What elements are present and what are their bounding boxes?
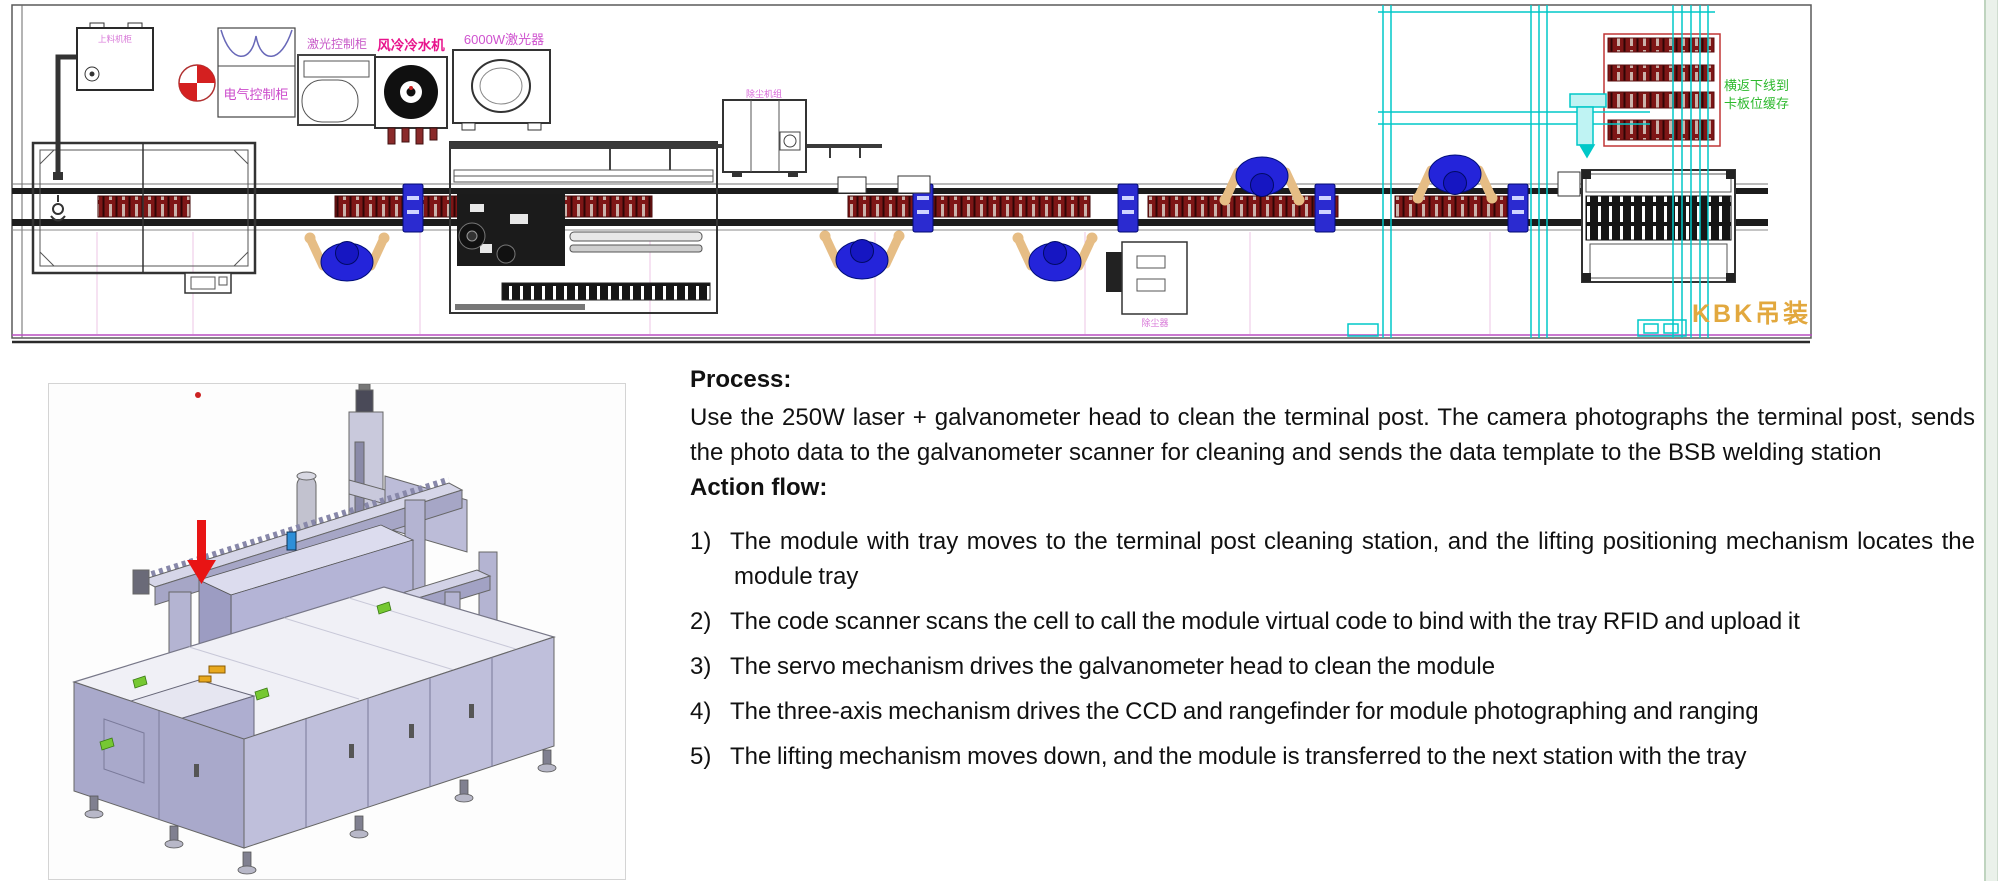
svg-text:横返下线到: 横返下线到 — [1724, 78, 1789, 93]
svg-text:卡板位缓存: 卡板位缓存 — [1724, 96, 1789, 111]
aux-equipment: 上料机柜 电气控制柜 激光控制柜 风冷冷水 — [53, 22, 551, 180]
module-buffer-racks — [1603, 33, 1721, 147]
machine-3d-image — [48, 383, 626, 880]
conveyor-line — [12, 175, 1768, 233]
buffer-note: 横返下线到 卡板位缓存 — [1724, 78, 1789, 111]
line-layout-drawing: 除尘机组 除尘器 — [10, 4, 1850, 344]
cleaning-station — [449, 141, 882, 314]
step-number: 3) — [690, 653, 712, 680]
red-arrow — [187, 520, 216, 584]
process-body: Use the 250W laser + galvanometer head t… — [690, 404, 1975, 466]
chiller-label: 风冷冷水机 — [377, 37, 445, 53]
action-flow-heading-colon: : — [819, 474, 828, 501]
loading-station — [31, 141, 257, 294]
dust-collector-cabinet: 除尘机组 — [722, 88, 807, 177]
vertical-cylinder — [296, 471, 317, 541]
laser-control-cabinet-label: 激光控制柜 — [307, 37, 367, 51]
process-text-panel: Process: Use the 250W laser + galvanomet… — [690, 362, 1975, 774]
step-number: 4) — [690, 698, 712, 725]
feeder-parts — [198, 531, 297, 683]
transfer-units — [402, 183, 1529, 233]
kbk-crane — [1347, 5, 1715, 338]
feed-cabinet-label: 上料机柜 — [98, 34, 133, 44]
electrical-cabinet: 电气控制柜 — [217, 27, 296, 118]
drawing-border — [11, 4, 1850, 344]
list-item: 5) The lifting mechanism moves down, and … — [690, 739, 1975, 774]
action-flow-heading: Action flow: — [690, 470, 1975, 505]
action-flow-heading-text: Action flow — [690, 474, 820, 501]
process-heading: Process: — [690, 362, 1975, 397]
list-item: 2) The code scanner scans the cell to cal… — [690, 604, 1975, 639]
laser-source-label: 6000W激光器 — [464, 32, 544, 47]
dust-collector-top-label: 除尘机组 — [746, 88, 782, 99]
kbk-label: KBK吊装 — [1692, 300, 1811, 328]
step-text: The lifting mechanism moves down, and th… — [730, 743, 1747, 770]
electrical-cabinet-label: 电气控制柜 — [223, 87, 288, 102]
page-edge-strip — [1984, 0, 1998, 881]
list-item: 1) The module with tray moves to the term… — [690, 524, 1975, 594]
cad-svg: 除尘机组 除尘器 — [11, 4, 1850, 344]
action-flow-list: 1) The module with tray moves to the term… — [690, 524, 1975, 774]
clamp-accents — [99, 601, 392, 751]
machine-3d-svg — [72, 383, 557, 875]
leveling-feet — [84, 749, 557, 875]
step-number: 5) — [690, 743, 712, 770]
step-text: The module with tray moves to the termin… — [730, 528, 1975, 590]
step-number: 2) — [690, 608, 712, 635]
laser-control-cabinet: 激光控制柜 — [297, 37, 376, 126]
right-dust-cabinet: 除尘器 — [1106, 241, 1188, 328]
step-text: The code scanner scans the cell to call … — [730, 608, 1800, 635]
step-number: 1) — [690, 528, 712, 555]
process-heading-colon: : — [783, 366, 792, 393]
red-dot-mark — [195, 392, 201, 398]
grid-lines — [96, 232, 1491, 334]
laser-source-unit: 6000W激光器 — [452, 32, 551, 131]
end-station — [1557, 169, 1736, 283]
process-heading-text: Process — [690, 366, 784, 393]
dust-collector-right-label: 除尘器 — [1141, 317, 1168, 328]
machine-base — [72, 586, 557, 849]
step-text: The three-axis mechanism drives the CCD … — [730, 698, 1759, 725]
step-text: The servo mechanism drives the galvanome… — [730, 653, 1496, 680]
datum-symbol — [178, 64, 216, 102]
chiller-unit: 风冷冷水机 — [374, 37, 448, 145]
list-item: 4) The three-axis mechanism drives the CC… — [690, 694, 1975, 729]
feed-cabinet: 上料机柜 — [76, 22, 154, 91]
list-item: 3) The servo mechanism drives the galvano… — [690, 649, 1975, 684]
